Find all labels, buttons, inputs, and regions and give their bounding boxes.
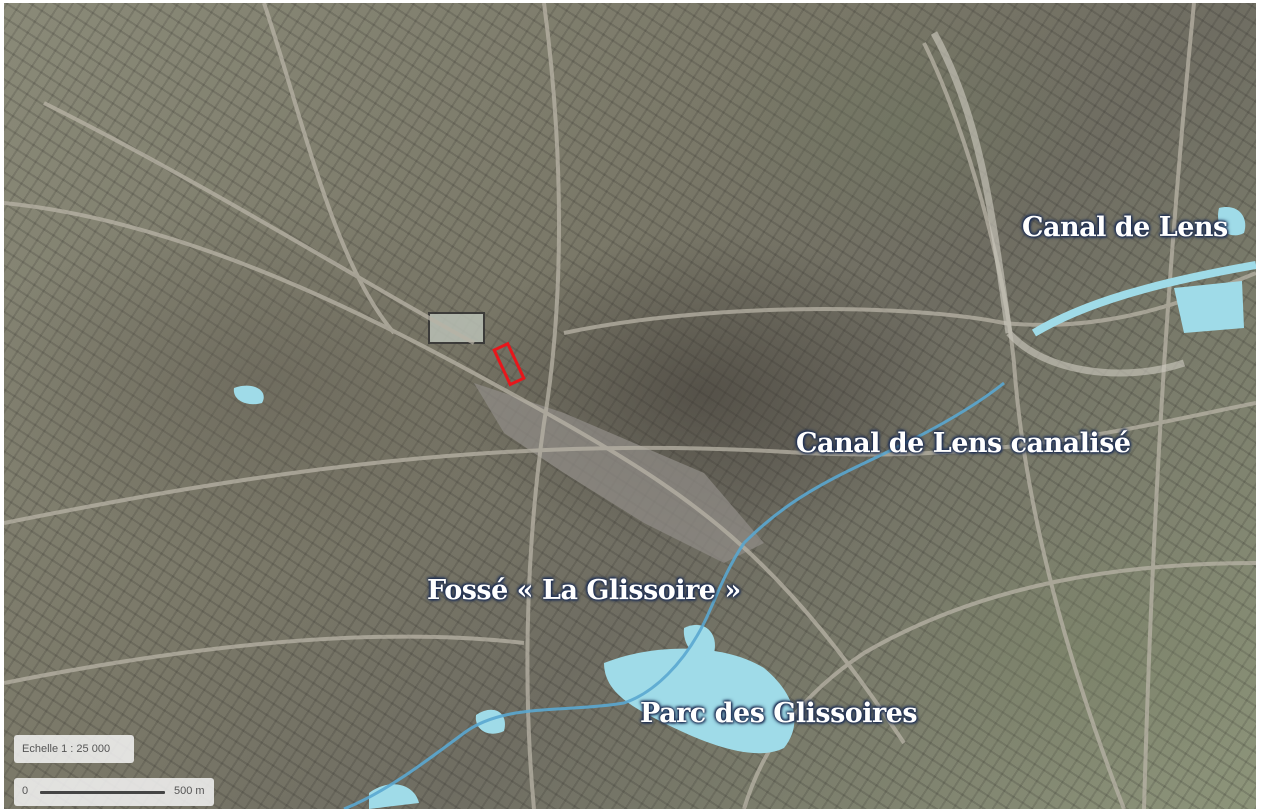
canal-de-lens <box>1031 261 1256 337</box>
label-fosse-la-glissoire: Fossé « La Glissoire » <box>427 575 741 606</box>
map-overlay <box>4 3 1256 809</box>
highlight-rectangle <box>492 341 526 387</box>
label-canal-de-lens: Canal de Lens <box>1022 212 1228 243</box>
scale-bar: 0 500 m <box>14 778 214 806</box>
railway-yard <box>474 383 764 563</box>
scale-ratio-text: Echelle 1 : 25 000 <box>22 743 111 755</box>
scale-bar-start: 0 <box>22 785 29 797</box>
water-bodies <box>233 207 1246 809</box>
scale-bar-end: 500 m <box>174 785 205 797</box>
motorway <box>930 31 1186 377</box>
label-parc-des-glissoires: Parc des Glissoires <box>640 698 918 729</box>
stadium <box>428 312 485 344</box>
scale-bar-line <box>40 791 165 794</box>
scale-ratio: Echelle 1 : 25 000 <box>14 735 134 763</box>
streams <box>343 381 1005 809</box>
main-roads <box>4 3 1256 809</box>
label-canal-de-lens-canalise: Canal de Lens canalisé <box>796 428 1131 459</box>
satellite-map[interactable]: Canal de Lens Canal de Lens canalisé Fos… <box>4 3 1256 809</box>
